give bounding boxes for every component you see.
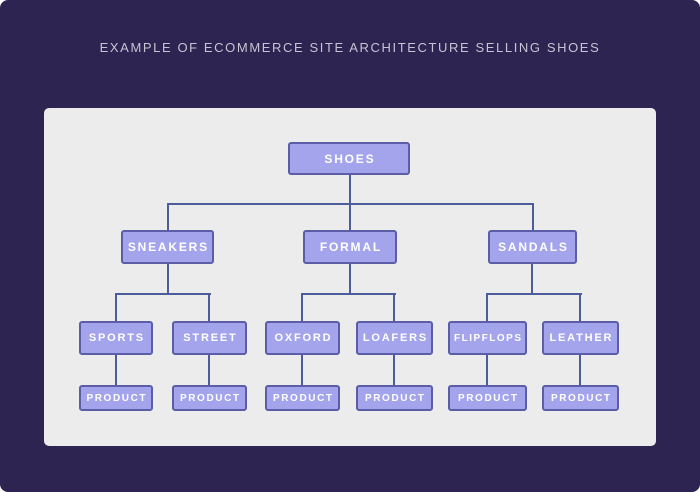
node-sandals: SANDALS <box>488 230 577 264</box>
node-flipflops: FLIPFLOPS <box>448 321 527 355</box>
connector-line <box>115 293 117 321</box>
node-product: PRODUCT <box>448 385 527 411</box>
node-sports: SPORTS <box>79 321 153 355</box>
connector-line <box>579 355 581 385</box>
node-street: STREET <box>172 321 247 355</box>
connector-line <box>393 293 395 321</box>
node-product: PRODUCT <box>356 385 433 411</box>
diagram-title: EXAMPLE OF ECOMMERCE SITE ARCHITECTURE S… <box>99 40 601 55</box>
node-product: PRODUCT <box>542 385 619 411</box>
connector-line <box>301 355 303 385</box>
node-product: PRODUCT <box>79 385 153 411</box>
diagram-panel: SHOES SNEAKERS FORMAL SANDALS SPORTS STR… <box>44 108 656 446</box>
connector-line <box>486 355 488 385</box>
connector-line <box>349 264 351 293</box>
node-product: PRODUCT <box>172 385 247 411</box>
connector-line <box>486 293 582 295</box>
connector-line <box>486 293 488 321</box>
connector-line <box>115 293 211 295</box>
connector-line <box>167 264 169 293</box>
connector-line <box>167 203 534 205</box>
node-product: PRODUCT <box>265 385 340 411</box>
connector-line <box>115 355 117 385</box>
connector-line <box>393 355 395 385</box>
node-leather: LEATHER <box>542 321 619 355</box>
connector-line <box>532 203 534 230</box>
node-formal: FORMAL <box>303 230 397 264</box>
connector-line <box>579 293 581 321</box>
connector-line <box>208 355 210 385</box>
connector-line <box>301 293 396 295</box>
connector-line <box>167 203 169 230</box>
node-oxford: OXFORD <box>265 321 340 355</box>
connector-line <box>301 293 303 321</box>
node-sneakers: SNEAKERS <box>121 230 214 264</box>
connector-line <box>349 175 351 230</box>
node-shoes: SHOES <box>288 142 410 175</box>
node-loafers: LOAFERS <box>356 321 433 355</box>
connector-line <box>531 264 533 293</box>
connector-line <box>208 293 210 321</box>
